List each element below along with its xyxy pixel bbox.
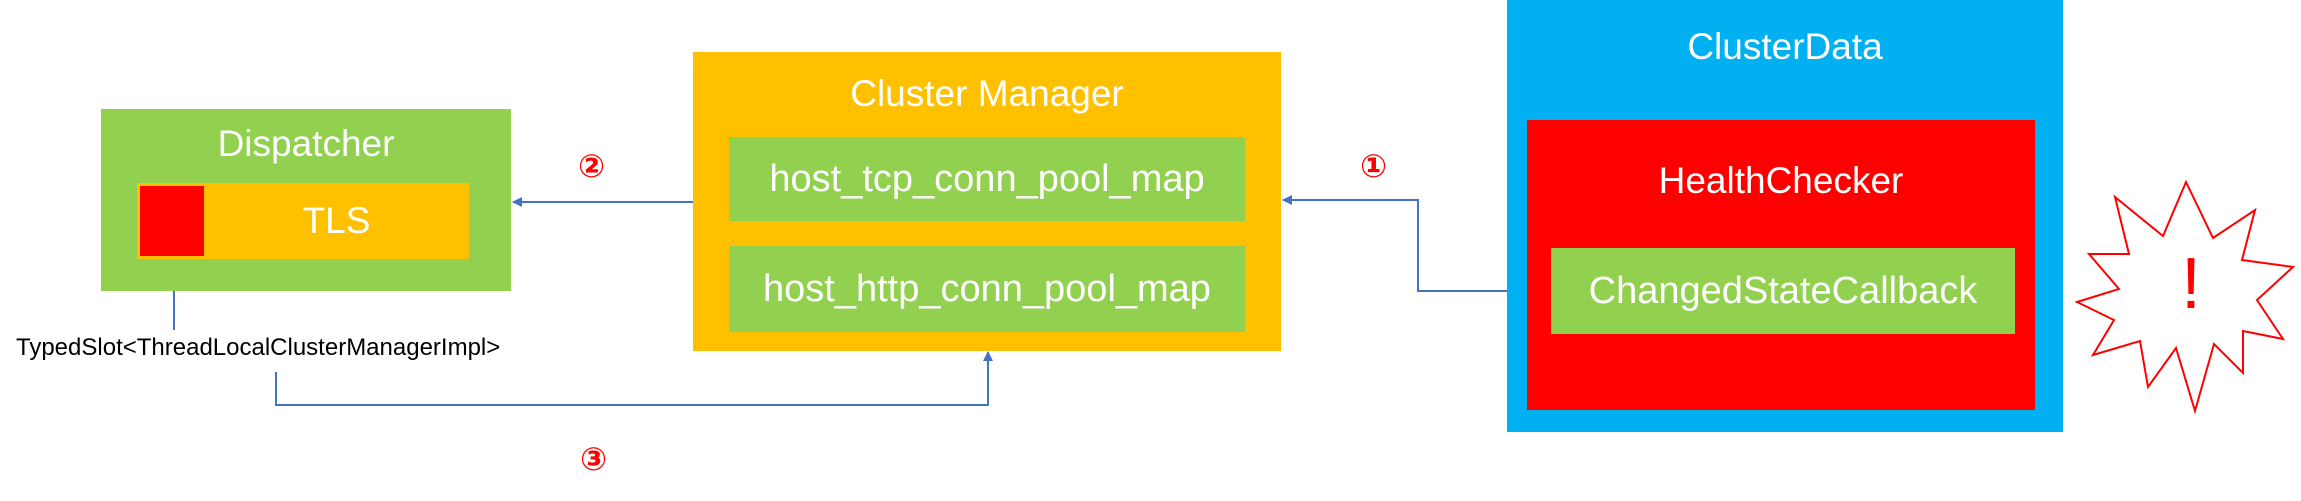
cluster-manager-title: Cluster Manager xyxy=(850,73,1124,114)
tls-slot xyxy=(140,186,204,256)
cluster-data-box: ClusterData HealthChecker ChangedStateCa… xyxy=(1507,0,2063,432)
alert-exclamation: ! xyxy=(2180,244,2201,324)
tls-box: TLS xyxy=(137,183,469,259)
http-pool-map-label: host_http_conn_pool_map xyxy=(763,267,1211,310)
cluster-manager-box: Cluster Manager host_tcp_conn_pool_map h… xyxy=(693,52,1281,351)
step-3-marker: ③ xyxy=(580,441,608,477)
tcp-pool-map-box: host_tcp_conn_pool_map xyxy=(729,137,1245,221)
step-1-marker: ① xyxy=(1360,148,1388,184)
tls-label: TLS xyxy=(302,200,371,241)
tcp-pool-map-label: host_tcp_conn_pool_map xyxy=(769,157,1205,200)
arrow-step-3 xyxy=(275,351,993,406)
health-checker-box: HealthChecker ChangedStateCallback xyxy=(1527,120,2035,410)
dispatcher-box: Dispatcher TLS xyxy=(101,109,511,291)
step-2-marker: ② xyxy=(578,148,606,184)
health-checker-title: HealthChecker xyxy=(1658,160,1904,201)
arrow-step-1 xyxy=(1282,195,1553,292)
changed-state-callback-label: ChangedStateCallback xyxy=(1588,269,1978,312)
alert-starburst-shape xyxy=(2074,179,2296,415)
dispatcher-title: Dispatcher xyxy=(217,123,395,164)
typed-slot-label: TypedSlot<ThreadLocalClusterManagerImpl> xyxy=(16,334,501,361)
cluster-data-title: ClusterData xyxy=(1687,26,1883,67)
changed-state-callback-box: ChangedStateCallback xyxy=(1551,248,2015,334)
http-pool-map-box: host_http_conn_pool_map xyxy=(729,246,1245,332)
